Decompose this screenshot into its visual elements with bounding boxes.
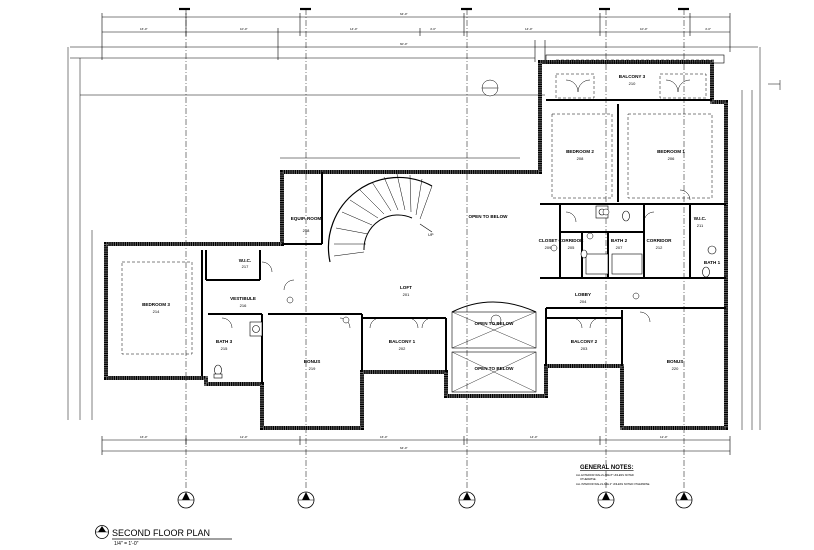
room-number: 218 xyxy=(303,228,310,233)
svg-text:16'-0": 16'-0" xyxy=(380,435,388,439)
grid-markers-top xyxy=(179,7,689,490)
plan-title: SECOND FLOOR PLAN xyxy=(112,528,210,538)
room-number: 210 xyxy=(629,81,636,86)
room-number: 209 xyxy=(545,245,552,250)
room-number: 206 xyxy=(668,156,675,161)
room-number: 219 xyxy=(309,366,316,371)
section-tags xyxy=(286,79,781,326)
svg-text:4'-0": 4'-0" xyxy=(430,27,436,31)
room-number: 216 xyxy=(240,303,247,308)
room-number: 204 xyxy=(580,299,587,304)
svg-text:10'-0": 10'-0" xyxy=(240,27,248,31)
ceiling-outlines xyxy=(121,73,713,355)
room-name: BEDROOM 3 xyxy=(142,302,170,307)
plumbing-fixtures xyxy=(213,205,717,379)
notes-line: OTHERWISE. xyxy=(580,477,597,481)
room-name: BONUS xyxy=(304,359,321,364)
room-number: 205 xyxy=(568,245,575,250)
door-swings xyxy=(221,79,691,329)
svg-text:64'-0": 64'-0" xyxy=(400,446,408,450)
room-number: 208 xyxy=(577,156,584,161)
svg-text:16'-0": 16'-0" xyxy=(140,435,148,439)
notes-heading: GENERAL NOTES: xyxy=(580,465,634,471)
room-name: CORRIDOR xyxy=(646,238,672,243)
room-name: CLOSET xyxy=(539,238,558,243)
open-to-below-areas xyxy=(451,301,537,393)
svg-text:60'-0": 60'-0" xyxy=(400,42,408,46)
stair-label: UP xyxy=(428,232,434,237)
room-name: BEDROOM 2 xyxy=(566,149,594,154)
svg-text:14'-0": 14'-0" xyxy=(525,27,533,31)
notes-line: ALL INTERIOR WALLS ARE 4" UNLESS NOTED O… xyxy=(576,482,650,486)
room-name: LOBBY xyxy=(575,292,591,297)
svg-text:14'-0": 14'-0" xyxy=(530,435,538,439)
room-name: BALCONY 2 xyxy=(571,339,598,344)
room-name: VESTIBULE xyxy=(230,296,256,301)
svg-text:10'-0": 10'-0" xyxy=(640,27,648,31)
room-name: OPEN TO BELOW xyxy=(469,214,509,219)
room-number: 220 xyxy=(672,366,679,371)
room-name: BATH 2 xyxy=(611,238,628,243)
room-number: 214 xyxy=(153,309,160,314)
spiral-stair: UP xyxy=(327,173,434,263)
room-number: 201 xyxy=(403,292,410,297)
room-name: W.I.C. xyxy=(239,258,252,263)
svg-text:64'-0": 64'-0" xyxy=(400,12,408,16)
title-block: SECOND FLOOR PLAN 1/4" = 1'-0" xyxy=(95,525,232,547)
room-name: LOFT xyxy=(400,285,412,290)
room-name: BATH 3 xyxy=(216,339,233,344)
room-name: CORRIDOR xyxy=(558,238,584,243)
room-name: EQUIP. ROOM xyxy=(291,216,322,221)
general-notes: GENERAL NOTES: ALL EXTERIOR WALLS ARE 8"… xyxy=(576,465,650,486)
room-number: 211 xyxy=(697,223,704,228)
svg-text:16'-0": 16'-0" xyxy=(140,27,148,31)
room-name: BONUS xyxy=(667,359,684,364)
dimension-strings: 16'-0" 10'-0" 14'-0" 4'-0" 14'-0" 10'-0"… xyxy=(67,12,761,455)
room-number: 202 xyxy=(399,346,406,351)
room-number: 215 xyxy=(221,346,228,351)
room-number: 203 xyxy=(581,346,588,351)
room-name: OPEN TO BELOW xyxy=(475,321,515,326)
room-name: BEDROOM 1 xyxy=(657,149,685,154)
plan-scale: 1/4" = 1'-0" xyxy=(114,541,139,547)
room-name: OPEN TO BELOW xyxy=(475,366,515,371)
grid-markers-bottom xyxy=(177,491,693,509)
room-name: BALCONY 1 xyxy=(389,339,416,344)
exterior-walls xyxy=(104,54,728,430)
svg-text:12'-0": 12'-0" xyxy=(660,435,668,439)
room-name: BATH 1 xyxy=(704,260,721,265)
room-number: 212 xyxy=(656,245,663,250)
svg-text:4'-0": 4'-0" xyxy=(705,27,711,31)
room-number: 207 xyxy=(616,245,623,250)
svg-text:14'-0": 14'-0" xyxy=(350,27,358,31)
notes-line: ALL EXTERIOR WALLS ARE 8" UNLESS NOTED xyxy=(576,473,634,477)
room-labels: BALCONY 3 210 BEDROOM 2 208 BEDROOM 1 20… xyxy=(142,74,720,371)
room-name: W.I.C. xyxy=(694,216,707,221)
svg-text:12'-0": 12'-0" xyxy=(240,435,248,439)
room-name: BALCONY 3 xyxy=(619,74,646,79)
room-number: 217 xyxy=(242,264,249,269)
